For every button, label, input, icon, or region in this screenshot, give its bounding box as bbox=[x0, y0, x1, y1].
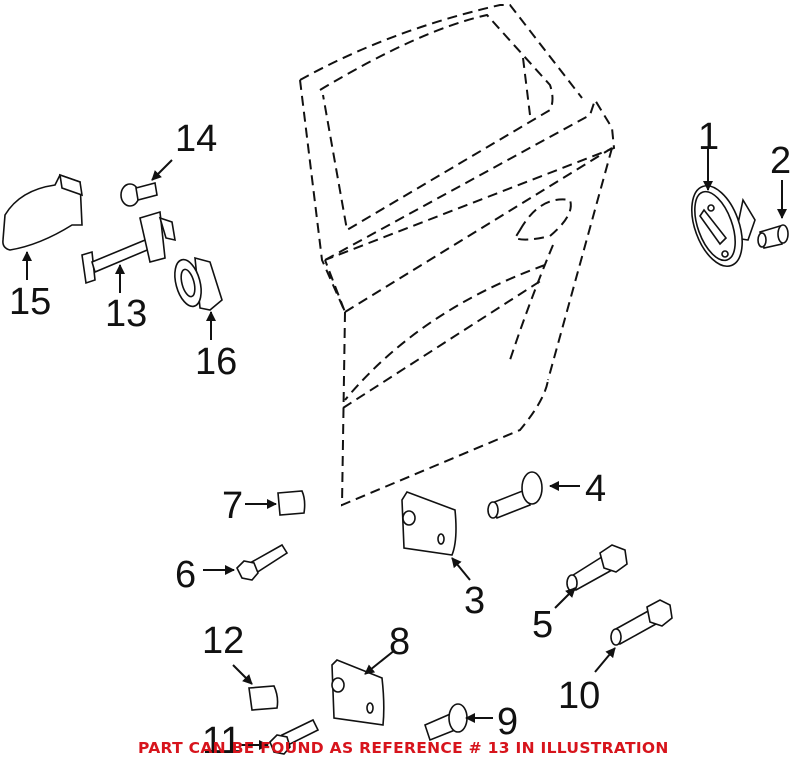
part-6-bolt-icon bbox=[236, 543, 289, 581]
callout-5: 5 bbox=[532, 604, 554, 646]
callout-13: 13 bbox=[105, 293, 148, 335]
callout-8: 8 bbox=[389, 621, 411, 663]
callout-3: 3 bbox=[464, 580, 486, 622]
part-8-hinge-icon bbox=[331, 659, 385, 726]
callout-15: 15 bbox=[9, 281, 52, 323]
part-12-plug-icon bbox=[248, 685, 279, 711]
callout-12: 12 bbox=[202, 620, 245, 662]
part-11-bolt-icon bbox=[269, 718, 320, 755]
part-9-stud-icon bbox=[424, 703, 468, 742]
part-5-bolt-icon bbox=[566, 544, 628, 592]
door-outline bbox=[299, 4, 616, 507]
part-10-bolt-icon bbox=[610, 599, 673, 646]
callout-1: 1 bbox=[698, 116, 720, 158]
part-4-stud-icon bbox=[487, 471, 543, 520]
callout-10: 10 bbox=[558, 675, 601, 717]
callout-11: 11 bbox=[202, 720, 242, 762]
part-13-bracket-icon bbox=[81, 210, 176, 285]
part-reference-notice: PART CAN BE FOUND AS REFERENCE # 13 IN I… bbox=[138, 739, 669, 757]
callout-6: 6 bbox=[175, 554, 197, 596]
part-15-cap-icon bbox=[2, 173, 83, 251]
part-14-screw-icon bbox=[120, 182, 158, 207]
part-1-striker-icon bbox=[691, 185, 756, 267]
part-7-plug-icon bbox=[277, 490, 306, 516]
callout-7: 7 bbox=[222, 485, 244, 527]
callout-14: 14 bbox=[175, 118, 218, 160]
callout-2: 2 bbox=[770, 140, 792, 182]
callout-16: 16 bbox=[195, 341, 238, 383]
callout-9: 9 bbox=[497, 701, 519, 743]
part-3-hinge-icon bbox=[401, 491, 457, 556]
part-2-screw-icon bbox=[757, 224, 789, 249]
callout-4: 4 bbox=[585, 468, 607, 510]
part-16-grommet-icon bbox=[174, 256, 223, 311]
